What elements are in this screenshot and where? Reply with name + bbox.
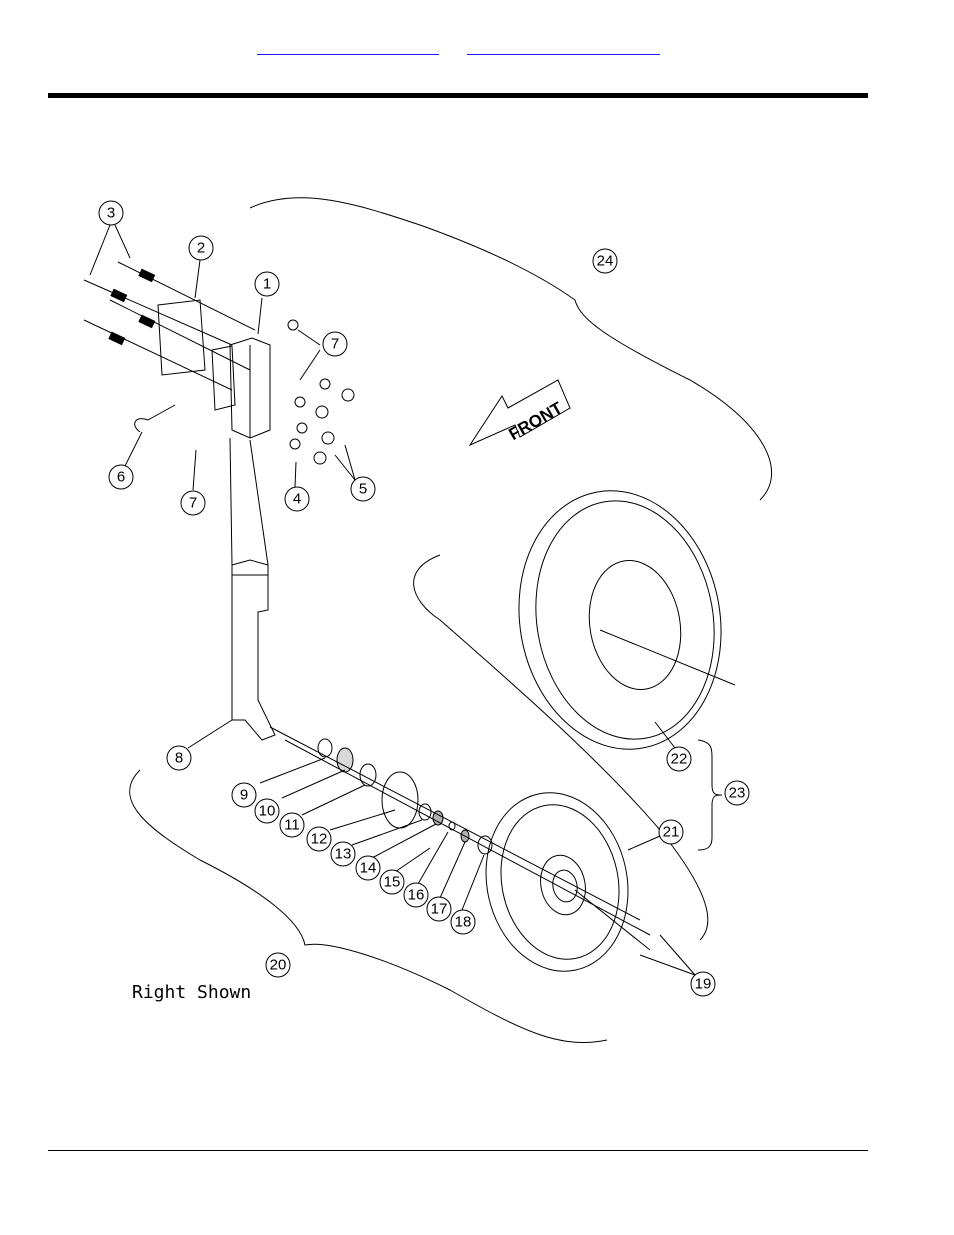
callout-18: 18 (455, 914, 472, 931)
brace-23 (698, 740, 722, 850)
callout-16: 16 (408, 887, 425, 904)
mount-plate (158, 300, 205, 375)
callout-10: 10 (259, 803, 276, 820)
shank-tube (232, 560, 275, 740)
callout-12: 12 (311, 831, 328, 848)
wheel-rim (470, 779, 644, 984)
callout-9: 9 (240, 787, 248, 804)
front-label: FRONT (506, 398, 567, 444)
callout-7-lower: 7 (189, 495, 197, 512)
callout-14: 14 (360, 860, 377, 877)
callout-23: 23 (729, 785, 746, 802)
callout-4: 4 (293, 491, 301, 508)
callout-11: 11 (284, 817, 300, 834)
callout-24: 24 (597, 253, 614, 270)
callout-20: 20 (270, 957, 287, 974)
callout-3: 3 (107, 205, 115, 222)
callout-19: 19 (695, 976, 712, 993)
callout-2: 2 (197, 240, 205, 257)
callout-13: 13 (335, 846, 352, 863)
callout-7-upper: 7 (331, 336, 339, 353)
callout-17: 17 (431, 901, 448, 918)
hub (382, 772, 418, 828)
callout-21: 21 (663, 824, 680, 841)
callout-22: 22 (671, 751, 688, 768)
callout-5: 5 (359, 481, 367, 498)
wheel-assembly-outline (414, 555, 708, 940)
callout-8: 8 (175, 750, 183, 767)
right-shown-note: Right Shown (132, 982, 251, 1003)
callout-15: 15 (384, 874, 401, 891)
bottom-rule (48, 1150, 868, 1151)
callout-1: 1 (263, 276, 271, 293)
tire (499, 475, 741, 766)
callout-6: 6 (117, 469, 125, 486)
